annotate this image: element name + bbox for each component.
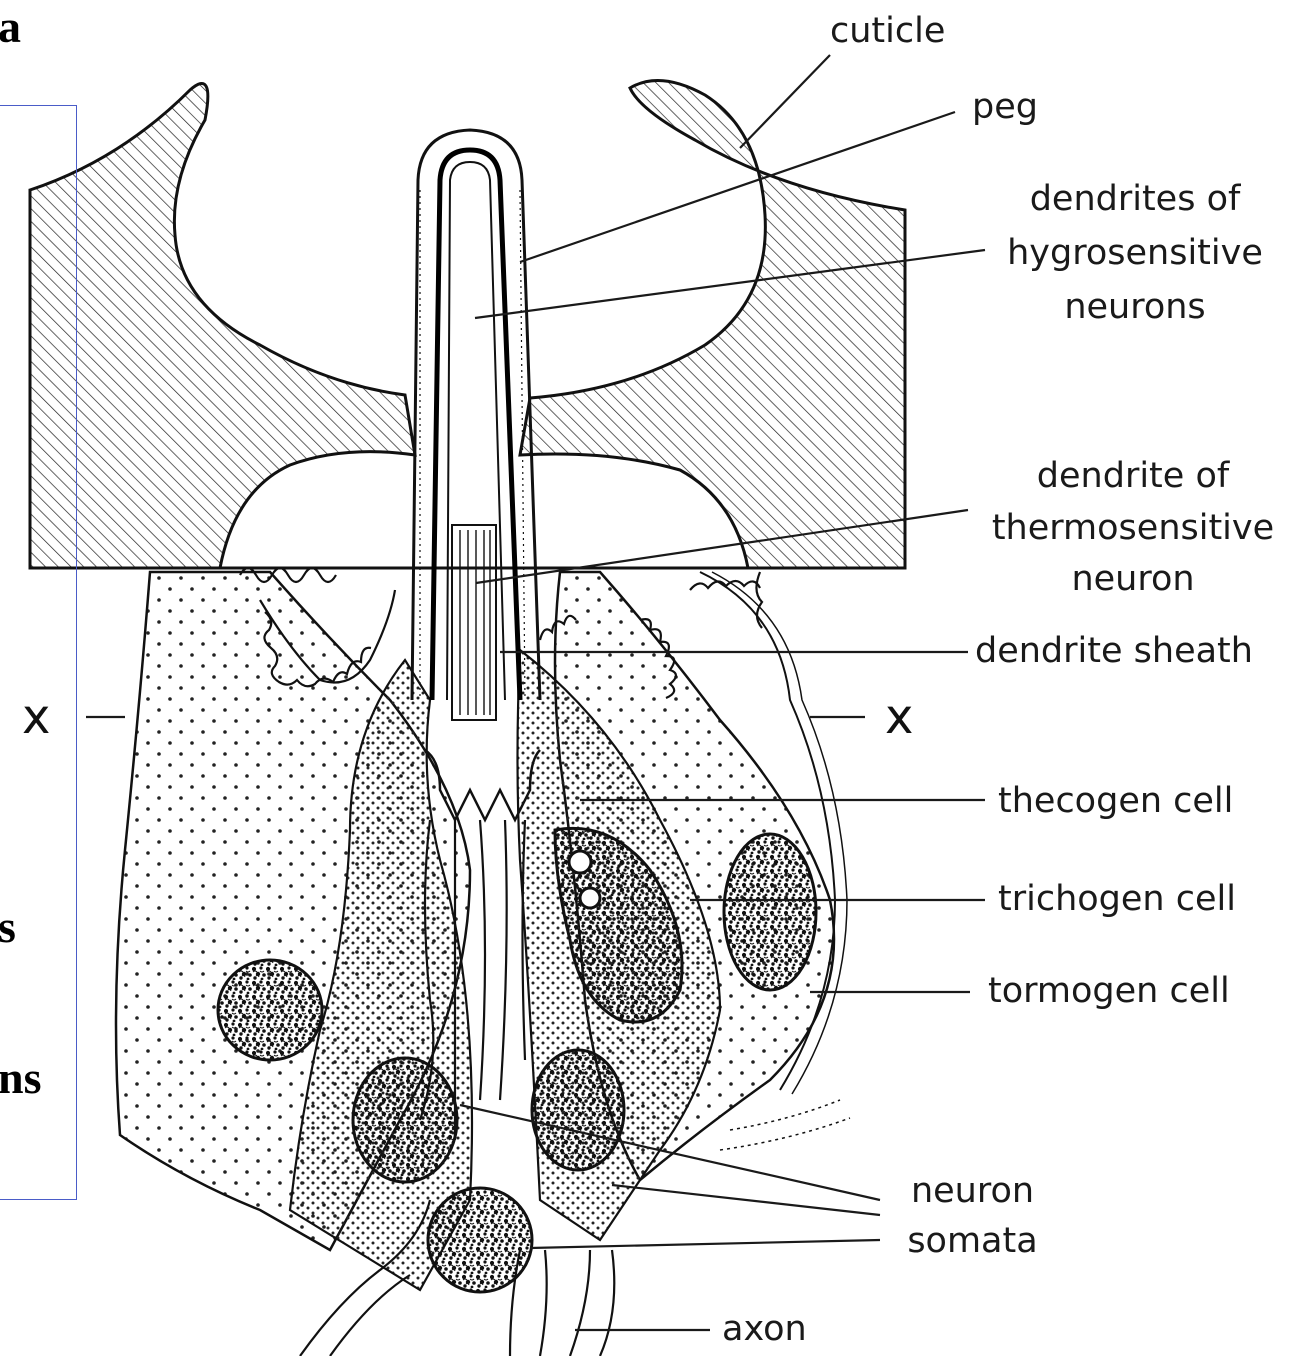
fragment-a: a (0, 2, 21, 52)
cuticle-layer (30, 80, 905, 568)
fragment-s: s (0, 902, 16, 952)
label-somata-line-2: somata (885, 1220, 1060, 1263)
section-mark-left: x (22, 692, 50, 742)
label-thecogen-cell: thecogen cell (998, 780, 1233, 823)
label-hygrosensitive-line-3: neurons (990, 286, 1280, 329)
label-hygrosensitive-line-1: dendrites of (990, 178, 1280, 221)
fragment-ns: ns (0, 1053, 41, 1103)
label-thermosensitive-line-3: neuron (968, 558, 1298, 601)
label-hygrosensitive-line-2: hygrosensitive (990, 232, 1280, 275)
left-slide-frame (0, 105, 77, 1200)
label-somata-line-1: neuron (885, 1170, 1060, 1213)
label-thermosensitive-line-1: dendrite of (968, 455, 1298, 498)
label-thermosensitive-line-2: thermosensitive (968, 507, 1298, 550)
section-mark-right: x (885, 692, 913, 742)
label-peg: peg (972, 86, 1038, 129)
label-trichogen-cell: trichogen cell (998, 878, 1236, 921)
label-dendrite-sheath: dendrite sheath (975, 630, 1253, 673)
label-axon: axon (722, 1308, 807, 1351)
label-tormogen-cell: tormogen cell (988, 970, 1230, 1013)
label-cuticle: cuticle (830, 10, 945, 53)
